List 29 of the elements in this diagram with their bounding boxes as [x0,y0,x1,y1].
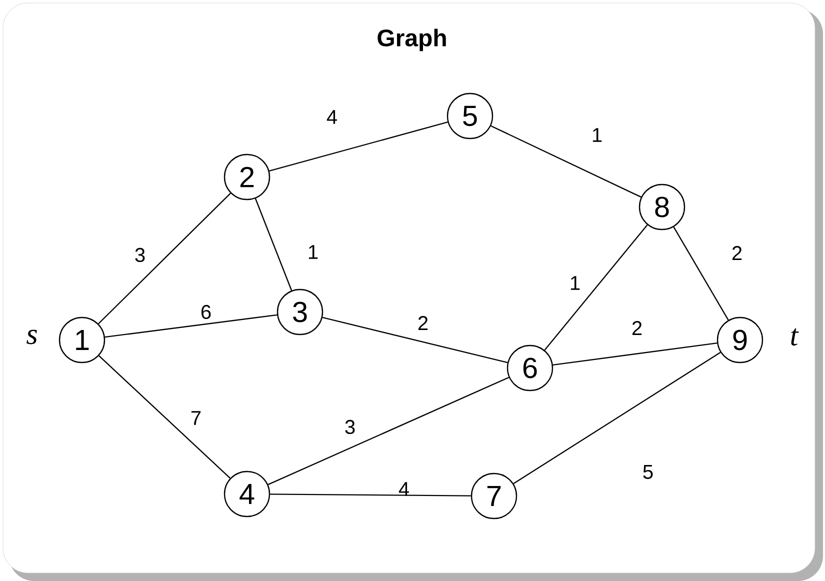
edge-label: 2 [732,246,742,260]
edge-line [513,352,721,484]
edge-line [269,122,448,172]
edge-label: 1 [308,245,318,259]
vertex-label: t [791,328,799,346]
vertex-label: s [26,330,37,344]
edge-line [268,376,510,486]
edge-label: 5 [643,465,653,479]
edge-label: 2 [632,321,642,335]
edge-line [270,494,471,496]
edge-label: 6 [201,304,211,320]
edge-label: 3 [135,248,145,262]
edge-line [544,224,648,350]
edge-line [552,342,718,366]
title: Graph [378,28,446,52]
edge-line [98,192,231,324]
edge-label: 7 [191,411,201,425]
edge-label: 2 [418,316,428,330]
edge-label: 4 [398,482,409,496]
edge-line [98,355,231,479]
edge-label: 3 [345,420,355,434]
edge-label: 1 [570,276,580,290]
edge-line [673,226,729,320]
edge-line [322,316,508,364]
edge-label: 4 [326,110,337,124]
edge-label: 1 [592,128,602,142]
edge-line [104,314,278,338]
edge-line [254,198,292,291]
edge-line [490,125,642,198]
